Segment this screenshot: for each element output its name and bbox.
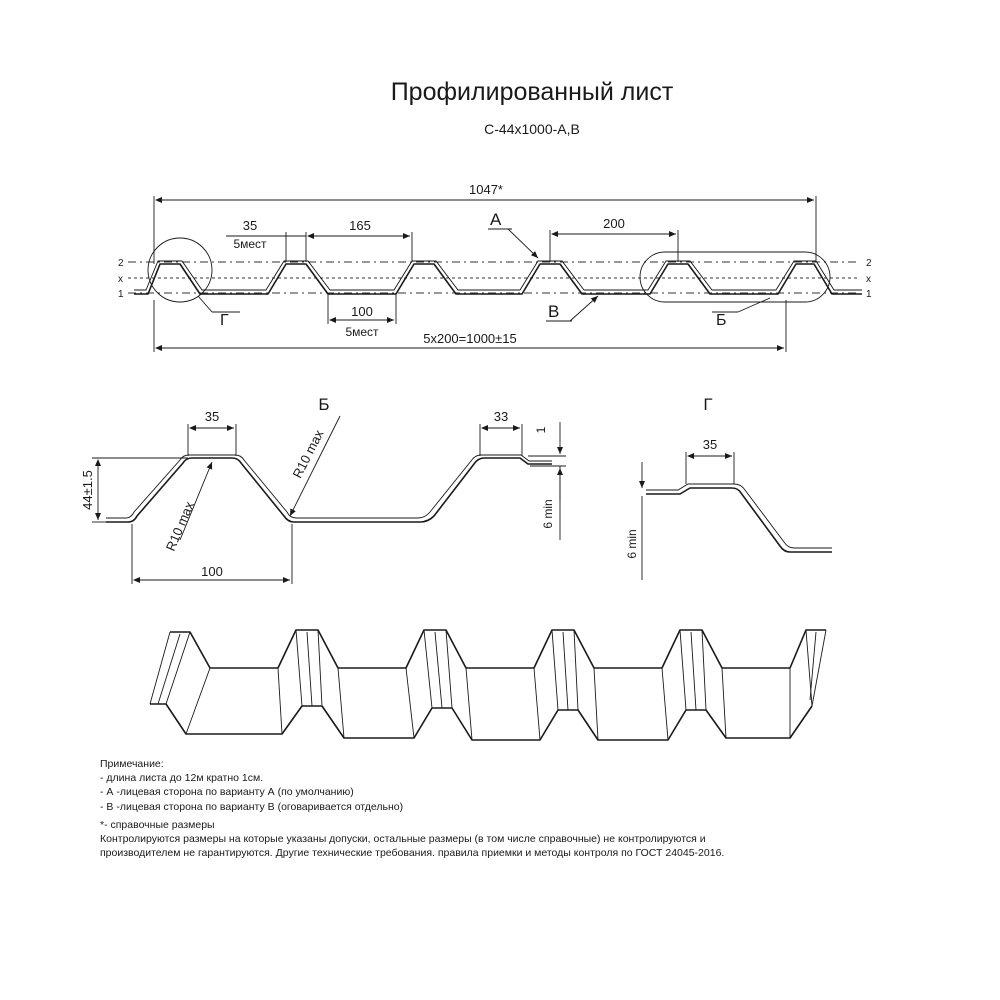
face-a-marker: А	[490, 210, 502, 229]
b-dim-height-label: 44±1.5	[80, 470, 95, 510]
detail-b-leader	[737, 297, 771, 313]
drawing-subtitle: С-44х1000-А,В	[484, 121, 580, 137]
b-radius-right-leader	[289, 415, 341, 517]
face-v-marker: В	[548, 302, 559, 321]
notes-item-face-a: - А -лицевая сторона по варианту А (по у…	[100, 786, 354, 799]
dim-valley-label: 100	[351, 304, 373, 319]
notes-block: Примечание: - длина листа до 12м кратно …	[100, 757, 920, 860]
detail-g-marker: Г	[220, 312, 229, 329]
dim-200-label: 200	[603, 216, 625, 231]
level-label-1-right: 1	[866, 289, 872, 300]
iso-crest-highlights	[157, 631, 817, 711]
b-dim-33-label: 33	[494, 409, 508, 424]
dim-165-label: 165	[349, 218, 371, 233]
level-label-x-right: x	[866, 274, 871, 285]
dim-valley-count: 5мест	[345, 325, 379, 339]
sheet-profile-inner	[134, 260, 862, 291]
notes-item-face-v: - В -лицевая сторона по варианту В (огов…	[100, 800, 404, 813]
b-dim-100-label: 100	[201, 564, 223, 579]
iso-back-profile	[170, 629, 826, 669]
g-dim-35-label: 35	[703, 437, 717, 452]
detail-b-ellipse	[639, 251, 831, 303]
level-label-1-left: 1	[118, 289, 124, 300]
level-label-2-right: 2	[866, 258, 872, 269]
detail-b-marker: Б	[716, 312, 727, 329]
notes-control-line-2: производителем не гарантируются. Другие …	[100, 847, 725, 860]
level-label-2-left: 2	[118, 258, 124, 269]
dim-crest-label: 35	[243, 218, 257, 233]
g-dim-min-label: 6 min	[625, 529, 639, 558]
iso-edges	[149, 629, 827, 741]
face-a-leader	[507, 228, 539, 259]
drawing-title: Профилированный лист	[391, 78, 674, 106]
b-radius-left-label: R10 max	[163, 499, 197, 553]
b-radius-left-leader	[179, 461, 213, 541]
sheet-profile-outer	[134, 263, 862, 295]
detail-g-profile-inner	[646, 483, 832, 549]
detail-g-leader	[197, 295, 213, 313]
isometric-sheet-view	[149, 629, 827, 741]
detail-b-profile-outer	[106, 457, 552, 523]
detail-g-profile-outer	[646, 487, 832, 553]
detail-g-circle	[147, 237, 213, 303]
level-label-x-left: x	[118, 274, 123, 285]
notes-control-line-1: Контролируются размеры на которые указан…	[100, 833, 706, 846]
b-dim-35-label: 35	[205, 409, 219, 424]
detail-b-profile-inner	[106, 454, 552, 519]
iso-front-profile	[150, 703, 813, 741]
notes-item-length: - длина листа до 12м кратно 1см.	[100, 772, 264, 785]
notes-heading: Примечание:	[100, 758, 164, 770]
detail-b-title: Б	[318, 395, 329, 414]
b-dim-min-label: 6 min	[541, 499, 555, 528]
detail-b-view: Б 35 33 44±1.5 R10 max R10 max 100	[80, 395, 566, 584]
dim-total-label: 5х200=1000±15	[423, 331, 517, 346]
b-dim-gap-label: 1	[534, 426, 548, 433]
notes-ref-note: *- справочные размеры	[100, 818, 215, 831]
dim-crest-count: 5мест	[233, 237, 267, 251]
face-v-leader	[569, 295, 599, 322]
top-profile-view: 2 x 1 2 x 1 Г Б А В 1047*	[118, 182, 872, 352]
dim-overall-label: 1047*	[469, 182, 503, 197]
detail-g-view: Г 35 6 min	[625, 395, 832, 580]
detail-g-title: Г	[703, 395, 712, 414]
